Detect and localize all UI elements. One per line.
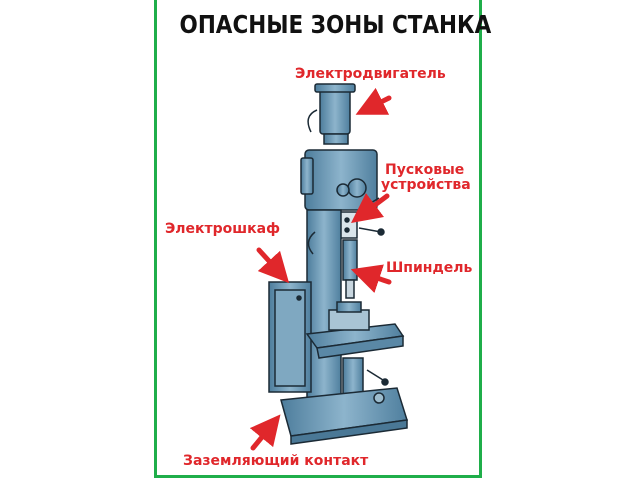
- label-start-line2: устройства: [381, 177, 471, 193]
- label-electrical-cabinet: Электрошкаф: [165, 221, 280, 237]
- motor-shape: [319, 87, 351, 135]
- label-start-line1: Пусковые: [385, 162, 465, 178]
- spindle-arrow: [350, 264, 392, 293]
- poster: ОПАСНЫЕ ЗОНЫ СТАНКА: [154, 0, 492, 478]
- spindle-shape: [342, 239, 358, 281]
- start-devices-arrow: [351, 193, 390, 223]
- label-motor: Электродвигатель: [295, 66, 446, 82]
- drill-press-illustration: [249, 83, 408, 451]
- label-start-devices: Пусковые устройства: [381, 163, 471, 193]
- motor-arrow: [355, 87, 392, 115]
- head-shape: [304, 149, 378, 211]
- cabinet-arrow: [256, 247, 290, 284]
- column-shape: [306, 209, 342, 401]
- label-spindle: Шпиндель: [386, 260, 473, 276]
- poster-title: ОПАСНЫЕ ЗОНЫ СТАНКА: [179, 10, 492, 39]
- label-ground-contact: Заземляющий контакт: [183, 453, 369, 469]
- ground-arrow: [249, 414, 281, 451]
